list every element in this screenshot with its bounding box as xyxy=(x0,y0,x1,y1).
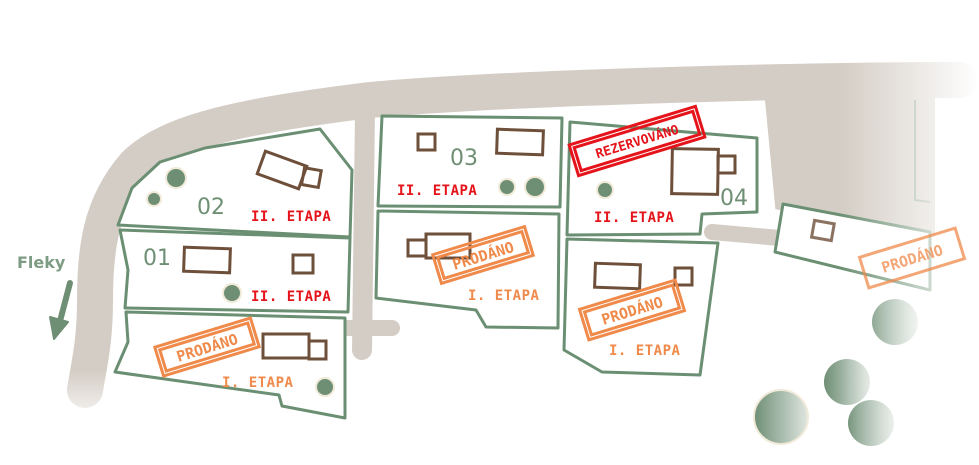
plot-number: 01 xyxy=(143,246,171,271)
direction-label: Fleky xyxy=(17,253,66,272)
plot-03[interactable] xyxy=(376,114,564,209)
buildings xyxy=(182,127,836,361)
stage-label: II. ETAPA xyxy=(397,183,477,199)
stage-label: I. ETAPA xyxy=(222,375,294,391)
side-road xyxy=(352,100,375,360)
sold-stamp: PRODÁNO xyxy=(430,224,536,286)
arrow-down-left-icon xyxy=(49,280,73,340)
main-road xyxy=(67,62,978,408)
stage-label: II. ETAPA xyxy=(594,210,674,226)
plot-sold-bottom-left[interactable] xyxy=(113,310,347,420)
plot-number: 04 xyxy=(720,186,748,211)
plot-number: 02 xyxy=(197,195,225,220)
stage-label: I. ETAPA xyxy=(609,343,681,359)
stage-label: I. ETAPA xyxy=(468,288,540,304)
plot-02[interactable] xyxy=(116,127,354,239)
plot-sold-right[interactable] xyxy=(562,237,720,377)
plot-number: 03 xyxy=(450,146,478,171)
stage-label: II. ETAPA xyxy=(251,289,331,305)
stage-label: II. ETAPA xyxy=(251,209,331,225)
side-road-stub xyxy=(704,224,788,246)
plot-01[interactable] xyxy=(118,228,352,314)
